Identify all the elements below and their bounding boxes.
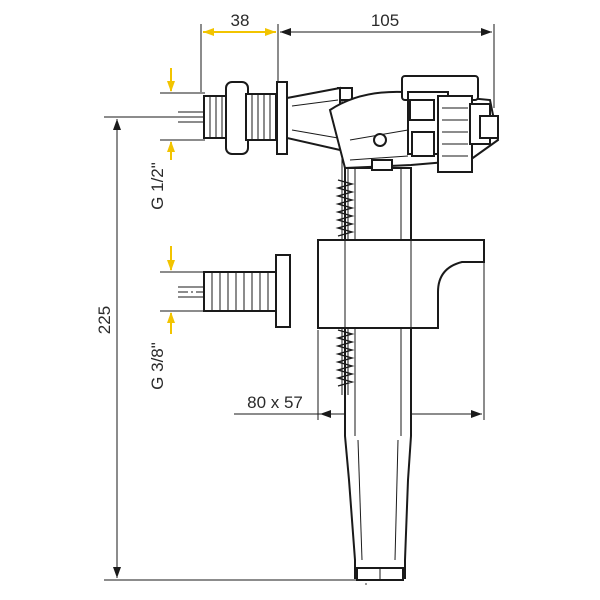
dimension-g-half-inch: G 1/2": [148, 68, 205, 210]
valve-body-tube: [344, 167, 412, 581]
dimension-105-label: 105: [371, 11, 399, 30]
lower-inlet-shank: [178, 254, 291, 328]
upper-inlet-thread-label: G 1/2": [148, 162, 167, 210]
float-cup: [317, 239, 485, 329]
dimension-float-size: 80 x 57: [234, 262, 485, 420]
upper-inlet-shank: [178, 81, 341, 155]
dimension-225-label: 225: [95, 306, 114, 334]
dimension-38: 38: [200, 11, 279, 92]
dimension-225: 225: [95, 116, 360, 581]
float-size-label: 80 x 57: [247, 393, 303, 412]
valve-head: [328, 75, 500, 173]
dimension-105: 105: [280, 11, 495, 108]
lower-inlet-thread-label: G 3/8": [148, 342, 167, 390]
dimension-g-three-eighths: G 3/8": [148, 246, 205, 390]
dimension-38-label: 38: [231, 11, 250, 30]
